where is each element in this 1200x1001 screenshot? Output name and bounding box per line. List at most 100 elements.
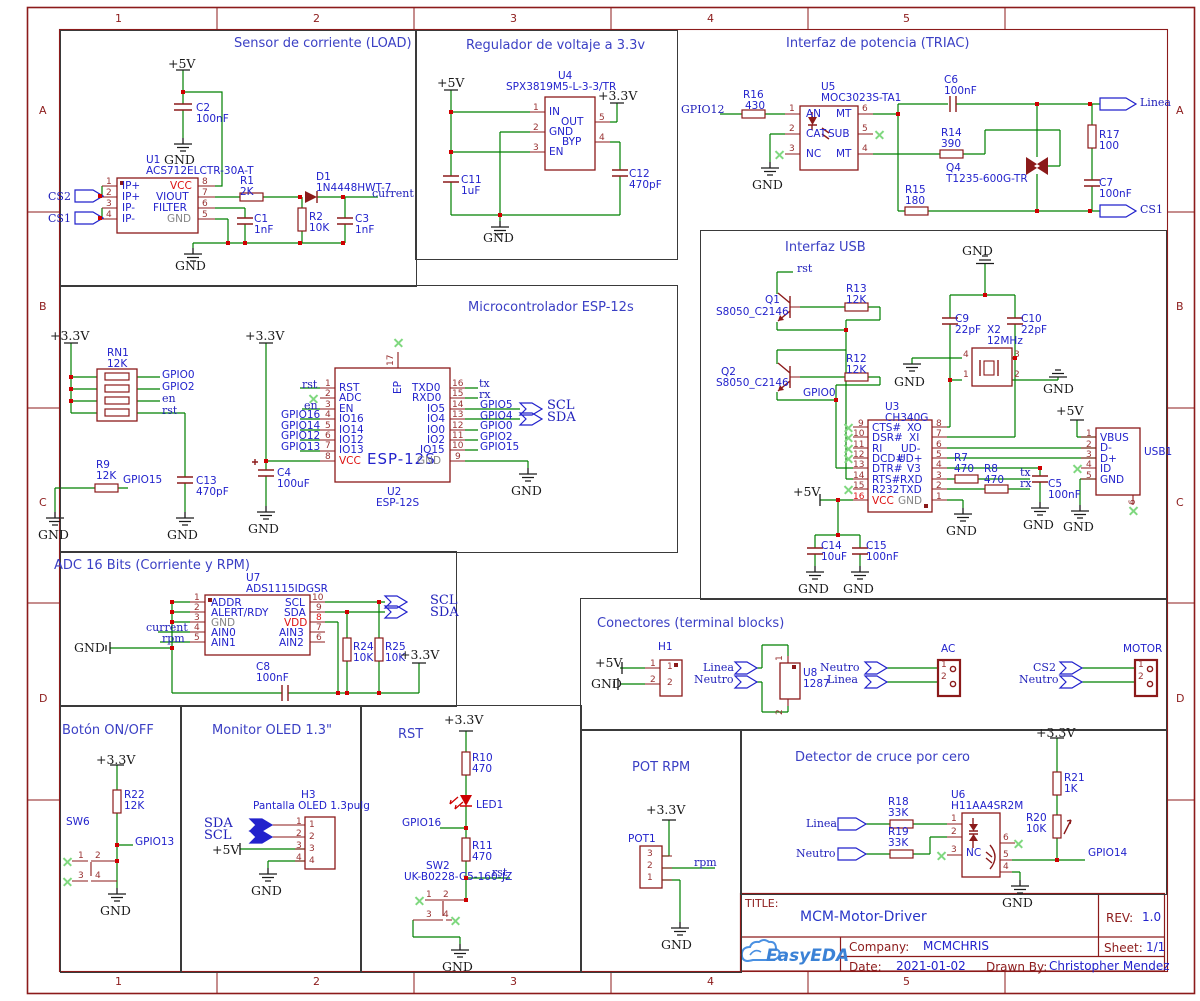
r14-ref: R14 [941,127,962,139]
net-linea-triac: Linea [1140,96,1171,109]
no-connect-x-icon [309,394,318,403]
u4-in: IN [549,106,560,118]
usb-5v-right: +5V [1056,403,1084,418]
junction-dot [345,691,349,695]
btn-gnd: GND [100,903,131,918]
c2-ref: C2 [196,102,211,114]
u3-pin9: 9 [858,419,864,429]
junction-dot [170,610,174,614]
junction-dot [98,194,102,198]
usb-gnd-3: GND [1063,519,1094,534]
u8-pin1: 1 [775,655,785,661]
u7-pin4: 4 [194,623,200,633]
ac-pin2: 2 [941,672,947,682]
frame-row-d-right: D [1176,692,1185,705]
usb-gnd-top: GND [962,243,993,258]
reg-33v-flag: +3.3V [598,88,638,103]
section-box-usb [700,230,1167,600]
net-gpio0-esp: GPIO0 [480,420,513,432]
u7-pin2: 2 [194,603,200,613]
u4-pin4: 4 [599,133,605,143]
frame-col-1-top: 1 [115,12,122,25]
motor-pin1: 1 [1138,660,1144,670]
junction-dot [98,216,102,220]
r24-value: 10K [353,652,374,664]
u4-pin5: 5 [599,113,605,123]
u2-ref: U2 [387,486,402,498]
h3-pin2-out: 2 [296,829,302,839]
r13-value: 12K [846,294,867,306]
u2-pin16: 16 [452,379,464,389]
section-title-button: Botón ON/OFF [62,723,154,738]
r13-ref: R13 [846,283,867,295]
section-title-esp: Microcontrolador ESP-12s [468,300,634,315]
usb1-ref: USB1 [1144,446,1173,458]
u2-io4: IO4 [427,413,446,425]
junction-dot [69,387,73,391]
net-current: current [372,187,414,200]
c15-value: 100nF [866,551,899,563]
frame-row-b-right: B [1176,300,1184,313]
u6-pin4: 4 [1003,862,1009,872]
x2-pin2: 2 [1014,370,1020,380]
u5-pin6: 6 [862,104,868,114]
u4-pin1: 1 [533,103,539,113]
no-connect-x-icon [875,130,884,139]
frame-row-a-right: A [1176,104,1184,117]
r1-ref: R1 [240,175,254,187]
u7-scl: SCL [285,597,305,609]
u7-ain3: AIN3 [279,627,304,639]
u1-pin4: 4 [106,210,112,220]
c4-ref: C4 [277,467,292,479]
frame-col-1-bottom: 1 [115,975,122,988]
r7-value: 470 [954,463,975,475]
section-box-sensor [60,30,417,287]
u2-rst: RST [339,382,360,394]
net-ports-layer [74,97,1138,861]
rn1-value: 12K [107,358,128,370]
u1-vcc: VCC [170,180,192,192]
junction-dot [115,859,119,863]
u4-out: OUT [561,116,584,128]
c5-value: 100nF [1048,489,1081,501]
title-block-frame [739,892,1166,972]
ic-bodies-layer [96,96,1159,889]
title-block-drawn: Christopher Mendez [1049,959,1170,973]
u2-pin7: 7 [325,441,331,451]
u4-pin3: 3 [533,143,539,153]
u5-pin1: 1 [789,104,795,114]
section-box-zero-cross [740,729,1167,895]
frame-row-a-left: A [39,104,47,117]
junction-dot [1035,102,1039,106]
c9-ref: C9 [955,313,970,325]
r9-value: 12K [96,470,117,482]
net-cs2-motor: CS2 [1033,661,1056,674]
net-gpio14-det: GPIO14 [1088,847,1128,859]
c6-ref: C6 [944,74,959,86]
usb1-id: ID [1100,463,1112,475]
r22-value: 12K [124,800,145,812]
u2-pin13: 13 [452,410,464,420]
usb1-pin4: 4 [1086,460,1092,470]
net-gpio15-r9: GPIO15 [123,474,163,486]
u3-pin13: 13 [853,460,865,470]
title-block-date-label: Date: [849,960,882,974]
esp-gnd-1: GND [38,527,69,542]
junction-dot [836,498,840,502]
frame-row-d-left: D [39,692,48,705]
junction-dot [1055,858,1059,862]
h3-pin1-out: 1 [296,817,302,827]
u5-sub: SUB [828,128,850,140]
r18-value: 33K [888,807,909,819]
u2-io2: IO2 [427,434,446,446]
u3-pin10: 10 [853,429,865,439]
junction-dot [345,610,349,614]
u3-pin14: 14 [853,471,865,481]
section-box-oled [180,705,362,973]
frame-col-4-bottom: 4 [707,975,714,988]
r24-ref: R24 [353,641,374,653]
junction-dot [498,213,502,217]
u3-gnd: GND [898,495,923,507]
r22-ref: R22 [124,789,145,801]
esp-gnd-2: GND [167,527,198,542]
